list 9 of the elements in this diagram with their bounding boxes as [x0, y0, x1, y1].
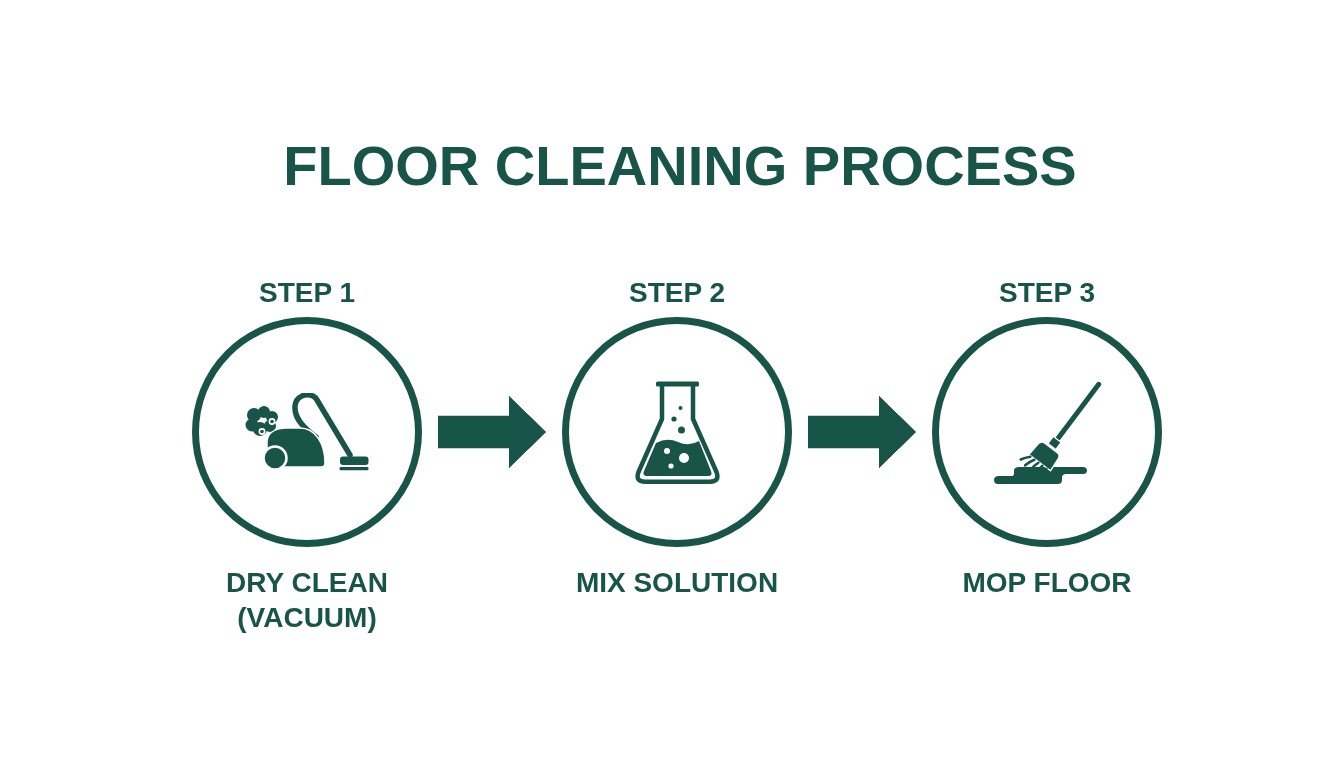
diagram-title: FLOOR CLEANING PROCESS [283, 138, 1077, 194]
step-heading: STEP 1 [259, 279, 355, 307]
block-arrow [808, 395, 916, 469]
step-label: MIX SOLUTION [575, 567, 779, 598]
step-label: DRY CLEAN (VACUUM) [226, 567, 388, 633]
block-arrow [438, 395, 546, 469]
step-heading: STEP 2 [629, 279, 725, 307]
step-heading: STEP 3 [999, 279, 1095, 307]
step-label: MOP FLOOR [962, 567, 1132, 598]
